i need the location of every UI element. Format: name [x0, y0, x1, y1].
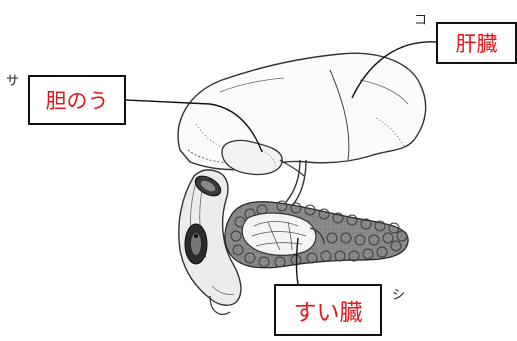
pancreas-marker: シ: [392, 284, 405, 303]
pancreas-label: すい臓: [274, 284, 382, 336]
bile-duct-drawing: [286, 160, 306, 206]
gallbladder-marker: サ: [6, 70, 19, 89]
liver-drawing: [178, 53, 426, 169]
gallbladder-label: 胆のう: [28, 75, 126, 125]
liver-label: 肝臓: [436, 22, 517, 64]
liver-marker: コ: [414, 9, 427, 28]
pancreas-drawing: [225, 201, 408, 268]
